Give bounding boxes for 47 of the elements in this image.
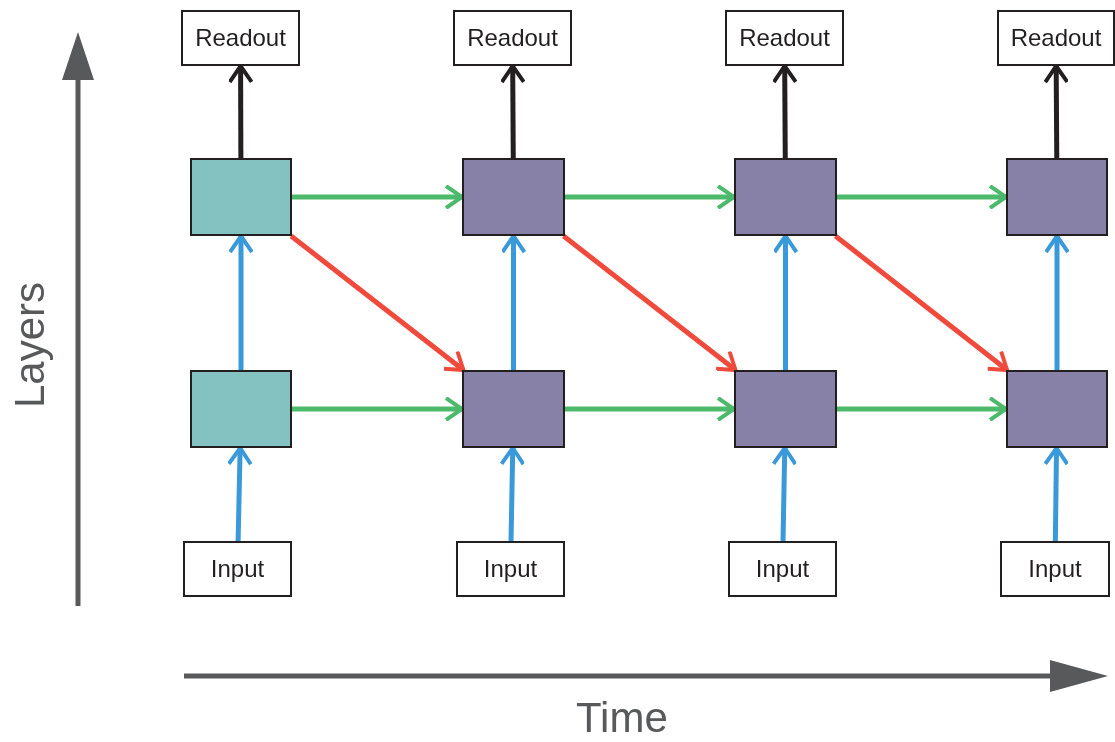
input-box — [456, 541, 565, 597]
arrow — [228, 234, 254, 370]
box-label: Input — [483, 555, 538, 583]
cell-box — [190, 158, 292, 236]
arrow — [565, 184, 736, 210]
box-label: Input — [1028, 555, 1082, 583]
arrow — [499, 446, 526, 542]
arrow — [500, 234, 527, 370]
cell-box — [190, 370, 292, 448]
box-label: Readout — [739, 24, 830, 52]
readout-box — [453, 10, 572, 66]
arrow — [771, 64, 798, 158]
arrow — [499, 64, 526, 158]
box-label: Readout — [1010, 24, 1102, 52]
axis-label: Layers — [6, 281, 55, 409]
box-label: Readout — [195, 24, 286, 52]
cell-box — [734, 370, 837, 448]
axis-label: Time — [576, 694, 668, 742]
arrow — [292, 184, 464, 210]
arrow — [772, 234, 799, 370]
arrow — [1043, 446, 1070, 542]
arrow — [292, 396, 464, 422]
arrow — [562, 234, 738, 372]
arrow — [289, 234, 466, 372]
arrow — [1043, 64, 1070, 158]
arrow — [833, 234, 1010, 372]
arrow — [226, 446, 253, 542]
input-box — [1000, 541, 1110, 597]
readout-box — [181, 10, 300, 66]
cell-box — [462, 370, 565, 448]
arrow — [565, 396, 736, 422]
readout-box — [725, 10, 844, 66]
arrow — [1044, 234, 1070, 370]
box-label: Input — [210, 555, 265, 583]
cell-box — [734, 158, 837, 236]
box-label: Readout — [467, 24, 558, 52]
cell-box — [462, 158, 565, 236]
arrow — [227, 64, 254, 158]
cell-box — [1006, 158, 1108, 236]
arrow — [771, 446, 798, 542]
input-box — [183, 541, 292, 597]
box-label: Input — [755, 555, 810, 583]
cell-box — [1006, 370, 1108, 448]
arrow — [837, 396, 1008, 422]
arrow — [837, 184, 1008, 210]
readout-box — [997, 10, 1115, 66]
input-box — [728, 541, 837, 597]
